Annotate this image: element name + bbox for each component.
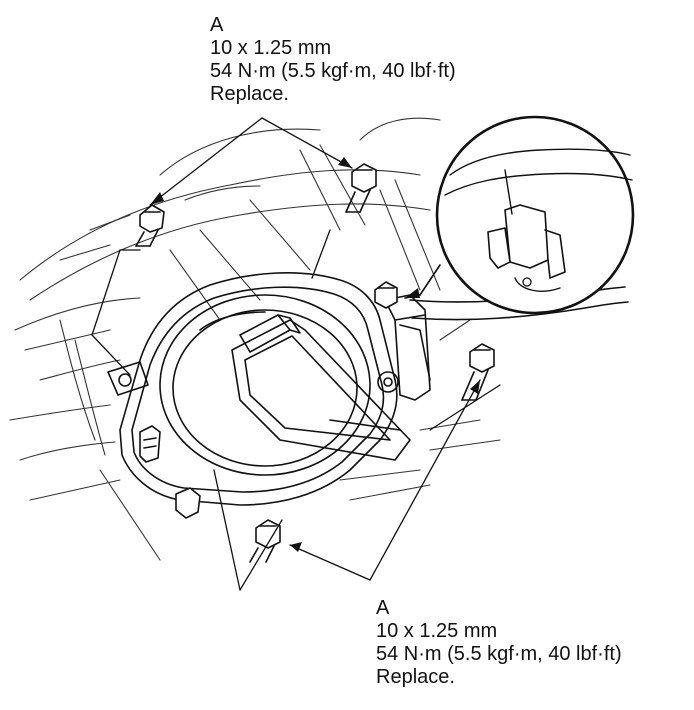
stud-left [139,425,161,463]
callout-bottom-torque: 54 N·m (5.5 kgf·m, 40 lbf·ft) [376,643,622,665]
stud-lower-left [175,487,201,519]
mount-flange [119,272,398,506]
callout-bottom-letter: A [376,597,390,619]
mount-bracket [231,314,411,461]
bolt-top-center [345,163,377,213]
callout-top-note: Replace. [210,83,289,105]
callout-bottom-size: 10 x 1.25 mm [376,620,498,642]
detail-magnifier [404,115,635,315]
side-bracket [377,294,431,401]
bolt-right [461,343,495,401]
bolt-flange-right [374,281,398,309]
callout-top-letter: A [210,14,224,36]
callout-bottom: A 10 x 1.25 mm 54 N·m (5.5 kgf·m, 40 lbf… [376,597,622,689]
bolt-top-left [135,204,165,247]
left-lug [107,361,149,396]
bolt-bottom [249,519,281,563]
callout-top-size: 10 x 1.25 mm [210,37,332,59]
background-frame-lines [9,117,501,561]
leader-lines [91,117,501,591]
callout-top-torque: 54 N·m (5.5 kgf·m, 40 lbf·ft) [210,60,456,82]
mount-inner-body [159,294,371,476]
callout-top: A 10 x 1.25 mm 54 N·m (5.5 kgf·m, 40 lbf… [210,14,456,106]
callout-bottom-note: Replace. [376,666,455,688]
